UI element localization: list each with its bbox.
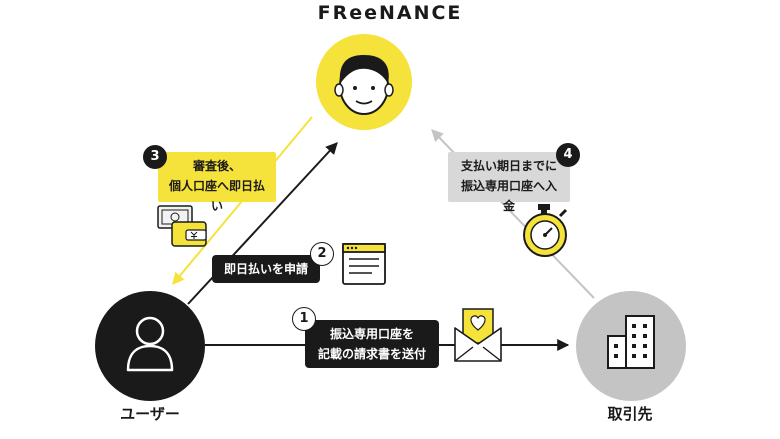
step4-text-line1: 支払い期日までに (460, 159, 557, 173)
person-face-icon (334, 55, 394, 115)
cash-wallet-icon (157, 205, 207, 247)
step1-text-line2: 記載の請求書を送付 (317, 347, 426, 361)
freenance-node (316, 34, 412, 130)
invoice-envelope-icon (454, 308, 502, 362)
client-node (576, 291, 686, 401)
stopwatch-icon (523, 204, 568, 257)
building-icon (607, 315, 655, 369)
step2-box: 即日払いを申請 (212, 255, 320, 283)
user-silhouette-icon (126, 316, 174, 372)
step3-number: 3 (143, 145, 167, 169)
step2-text: 即日払いを申請 (223, 262, 308, 276)
step1-number: 1 (292, 307, 316, 331)
step4-box: 支払い期日までに 振込専用口座へ入金 (448, 152, 570, 213)
freenance-logo: FReeNANCE (317, 2, 463, 24)
step3-box: 審査後、 個人口座へ即日払い (158, 152, 276, 213)
step1-box: 振込専用口座を 記載の請求書を送付 (305, 320, 439, 368)
step4-text-line2: 振込専用口座へ入金 (460, 179, 557, 213)
step3-text-line1: 審査後、 (192, 159, 241, 173)
step1-text-line1: 振込専用口座を (329, 327, 414, 341)
step4-number: 4 (556, 143, 580, 167)
step2-number: 2 (310, 242, 334, 266)
user-node (95, 291, 205, 401)
step3-text-line2: 個人口座へ即日払い (168, 179, 265, 213)
application-form-icon (342, 243, 386, 285)
user-label: ユーザー (120, 405, 180, 423)
client-label: 取引先 (607, 405, 653, 423)
